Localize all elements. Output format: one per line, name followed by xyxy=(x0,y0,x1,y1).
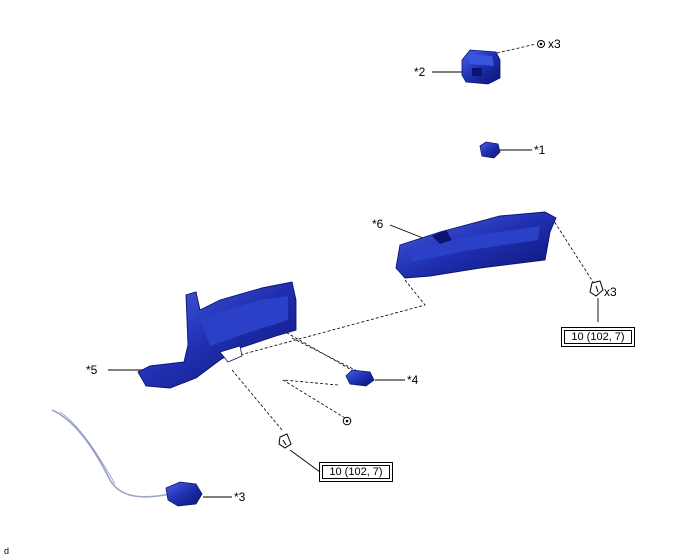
part-5-lower-panel xyxy=(137,281,297,389)
screw-icon xyxy=(342,416,352,426)
torque-spec-value: 10 (102, 7) xyxy=(564,330,632,344)
torque-spec-box-upper: 10 (102, 7) xyxy=(561,327,635,347)
part-4-bracket xyxy=(345,369,375,387)
part-6-upper-panel xyxy=(395,211,557,279)
bolt-icon xyxy=(278,433,292,449)
quantity-label-bolts: x3 xyxy=(604,285,617,299)
torque-spec-box-lower: 10 (102, 7) xyxy=(319,462,393,482)
assembly-dashed-lines xyxy=(231,43,596,431)
callout-label-part-4: *4 xyxy=(407,373,419,387)
part-3-wire-harness xyxy=(51,409,203,507)
quantity-label-screws: x3 xyxy=(548,37,561,51)
callout-leader-lines xyxy=(108,71,599,498)
callout-label-part-2: *2 xyxy=(414,65,426,79)
screw-icon xyxy=(537,40,545,48)
corner-note: d xyxy=(4,546,10,556)
part-1-clip xyxy=(479,141,501,159)
callout-label-part-3: *3 xyxy=(234,490,246,504)
part-2-bracket xyxy=(461,49,501,85)
callout-label-part-5: *5 xyxy=(86,363,98,377)
torque-spec-value: 10 (102, 7) xyxy=(322,465,390,479)
callout-label-part-6: *6 xyxy=(372,217,384,231)
bolt-icon xyxy=(589,280,604,297)
callout-label-part-1: *1 xyxy=(534,143,546,157)
